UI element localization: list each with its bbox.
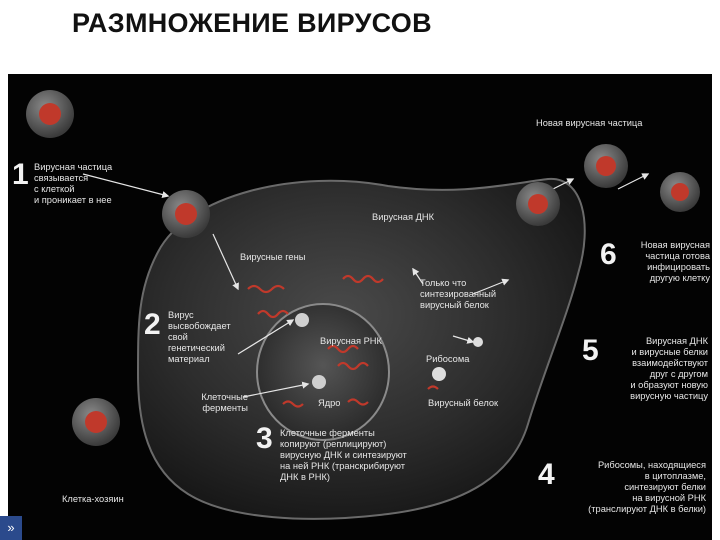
- slide-title: РАЗМНОЖЕНИЕ ВИРУСОВ: [72, 8, 432, 38]
- step-text: Вирусная частица связывается с клеткой и…: [34, 162, 113, 205]
- label-viral-dna: Вирусная ДНК: [372, 212, 435, 222]
- virus-particle-icon: [660, 172, 700, 212]
- virus-particle-icon: [516, 182, 560, 226]
- ribosome-dot: [432, 367, 446, 381]
- step-number: 3: [256, 422, 273, 455]
- step-number: 4: [538, 458, 555, 491]
- rna-strand: [282, 400, 304, 408]
- dna-strand: [247, 284, 285, 294]
- label-viral-rna: Вирусная РНК: [320, 336, 382, 346]
- step-text: Вирус высвобождает свой генетический мат…: [168, 310, 231, 364]
- step-number: 6: [600, 238, 617, 271]
- rna-strand: [347, 398, 369, 406]
- step-number: 1: [12, 158, 29, 191]
- step-text: Новая вирусная частица готова инфицирова…: [640, 240, 710, 283]
- virus-particle-icon: [26, 90, 74, 138]
- step-number: 5: [582, 334, 599, 367]
- virus-particle-icon: [162, 190, 210, 238]
- dna-strand: [337, 361, 369, 371]
- label-viral-protein: Вирусный белок: [428, 398, 499, 408]
- label-ribosome: Рибосома: [426, 354, 470, 364]
- label-host-cell: Клетка-хозяин: [62, 494, 124, 504]
- step-text: Рибосомы, находящиеся в цитоплазме, синт…: [588, 460, 706, 514]
- slide-nav-icon[interactable]: »: [0, 516, 22, 540]
- label-viral-genes: Вирусные гены: [240, 252, 306, 262]
- dna-strand: [327, 344, 359, 354]
- step-number: 2: [144, 308, 161, 341]
- diagram-artwork: [26, 90, 700, 520]
- label-new-protein: Только что синтезированный вирусный бело…: [420, 278, 497, 310]
- enzyme-dot: [295, 313, 309, 327]
- nucleus: [256, 303, 390, 441]
- dna-strand: [257, 309, 289, 319]
- step-text: Вирусная ДНК и вирусные белки взаимодейс…: [630, 336, 708, 401]
- label-new-particle: Новая вирусная частица: [536, 118, 643, 128]
- label-nucleus: Ядро: [318, 398, 341, 408]
- step-text: Клеточные ферменты копируют (реплицируют…: [280, 428, 407, 482]
- virus-particle-icon: [584, 144, 628, 188]
- enzyme-dot: [312, 375, 326, 389]
- ribosome-dot: [473, 337, 483, 347]
- label-cell-enzymes: Клеточные ферменты: [201, 392, 248, 413]
- diagram-panel: 1 2 3 4 5 6 Вирусная частица связывается…: [8, 74, 712, 540]
- dna-strand: [342, 274, 384, 284]
- virus-particle-icon: [72, 398, 120, 446]
- rna-strand: [427, 385, 439, 390]
